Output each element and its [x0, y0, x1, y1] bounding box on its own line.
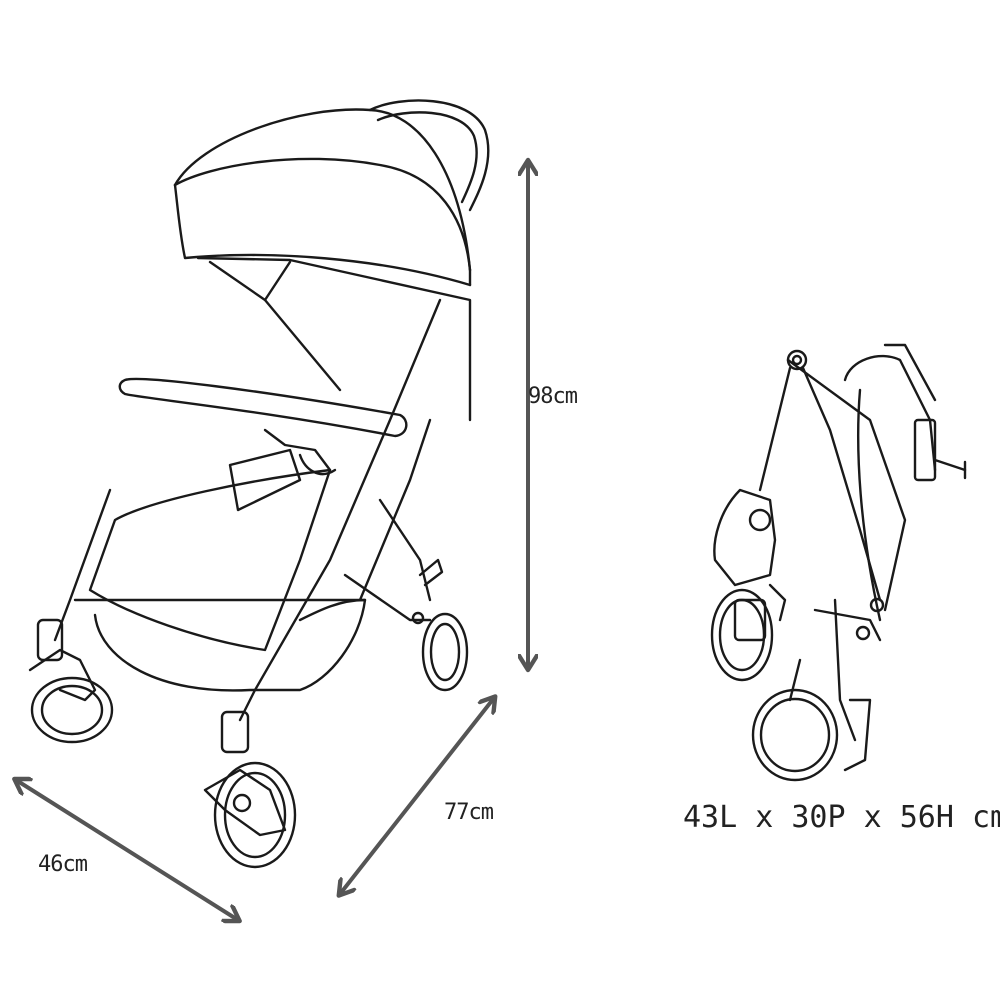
depth-label: 77cm: [444, 800, 494, 825]
width-label: 46cm: [38, 852, 88, 877]
depth-arrow: [340, 698, 494, 894]
folded-stroller-drawing: [710, 343, 967, 782]
height-label: 98cm: [528, 384, 578, 409]
folded-dimensions-label: 43L x 30P x 56H cm: [683, 800, 1000, 835]
width-arrow: [16, 780, 238, 920]
open-stroller-drawing: [28, 99, 490, 869]
